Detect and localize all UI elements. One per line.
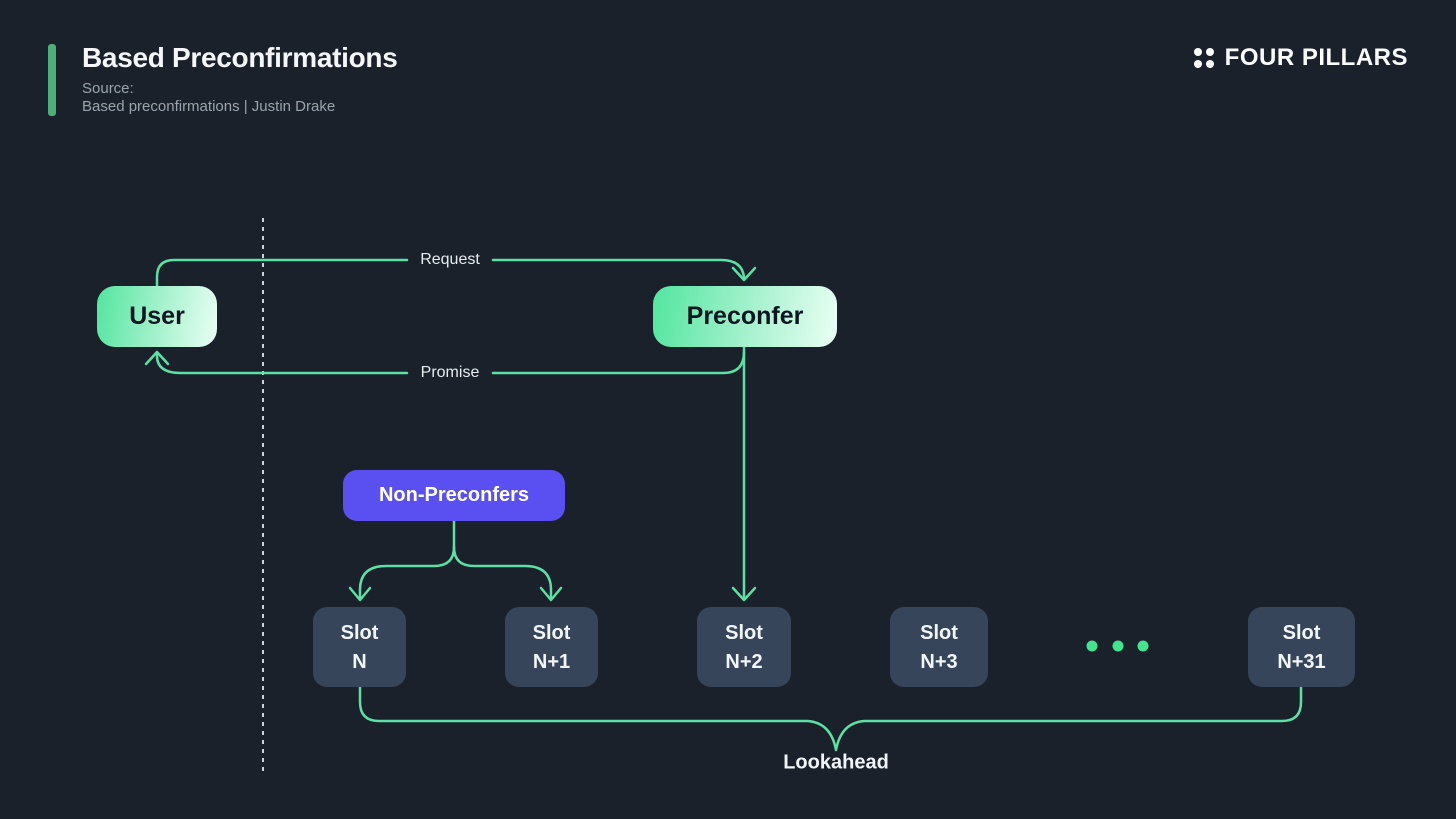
slot-word: Slot [920, 621, 958, 644]
non-preconfers-right-arm [452, 545, 553, 600]
user-node-label: User [129, 302, 185, 330]
promise-edge-label: Promise [420, 364, 480, 381]
slot-n-node: Slot N [313, 607, 406, 687]
source-label: Source: [82, 80, 134, 97]
slot-index: N+31 [1277, 650, 1326, 673]
four-dots-icon [1193, 48, 1214, 68]
lookahead-label: Lookahead [783, 751, 889, 774]
preconfer-node: Preconfer [653, 286, 837, 347]
source-value: Based preconfirmations | Justin Drake [82, 98, 336, 115]
lookahead-brace [358, 685, 1303, 752]
slot-n1-node: Slot N+1 [505, 607, 598, 687]
request-edge-label: Request [420, 251, 480, 268]
promise-edge-left [155, 351, 409, 375]
slot-index: N [352, 650, 367, 673]
non-preconfers-node: Non-Preconfers [343, 470, 565, 521]
preconfer-node-label: Preconfer [686, 302, 804, 330]
right-arm-arrowhead-icon [539, 586, 563, 602]
non-preconfers-left-arm [358, 545, 456, 600]
slot-word: Slot [1282, 621, 1321, 644]
user-node: User [97, 286, 217, 347]
ellipsis-dots [1086, 640, 1149, 652]
promise-edge-right [491, 350, 746, 375]
slot-word: Slot [532, 621, 571, 644]
title-accent-bar [48, 44, 56, 116]
slot-word: Slot [725, 621, 763, 644]
non-preconfers-node-label: Non-Preconfers [378, 484, 530, 506]
slot-arrowhead-icon [731, 586, 757, 602]
slot-index: N+1 [532, 650, 571, 673]
request-arrowhead-icon [731, 266, 757, 282]
four-pillars-logo-text: FOUR PILLARS [1224, 44, 1408, 71]
request-edge-left [155, 258, 409, 290]
slot-index: N+2 [725, 650, 763, 673]
request-edge-right [491, 258, 746, 279]
slot-n31-node: Slot N+31 [1248, 607, 1355, 687]
slot-n3-node: Slot N+3 [890, 607, 988, 687]
page-title: Based Preconfirmations [82, 42, 398, 73]
slot-n2-node: Slot N+2 [697, 607, 791, 687]
promise-arrowhead-icon [144, 350, 170, 366]
four-pillars-logo: FOUR PILLARS [1193, 44, 1408, 72]
slot-index: N+3 [920, 650, 958, 673]
left-arm-arrowhead-icon [348, 586, 372, 602]
slot-word: Slot [340, 621, 379, 644]
